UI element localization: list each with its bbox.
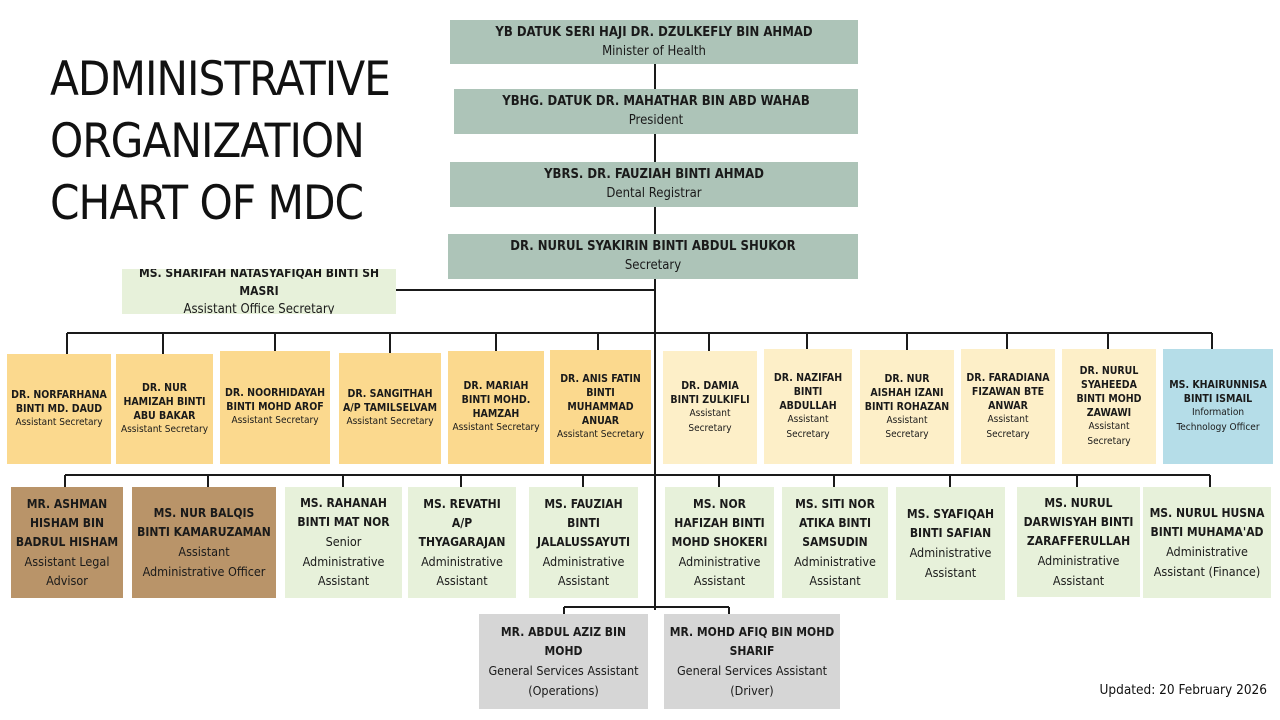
person-name: MS. SHARIFAH NATASYAFIQAH BINTI SH MASRI [139, 269, 379, 298]
org-box-president: YBHG. DATUK DR. MAHATHAR BIN ABD WAHAB P… [454, 89, 858, 134]
person-name: DR. NURUL SYAKIRIN BINTI ABDUL SHUKOR [510, 239, 796, 254]
org-box-assistant-secretary: DR. NUR AISHAH IZANI BINTI ROHAZAN Assis… [860, 350, 954, 464]
org-box-assistant-secretary: DR. NORFARHANA BINTI MD. DAUD Assistant … [7, 354, 111, 464]
org-box-assistant-secretary: DR. NOORHIDAYAH BINTI MOHD AROF Assistan… [220, 351, 330, 464]
person-role: Administrative Assistant [909, 545, 992, 580]
person-role: Assistant Office Secretary [183, 302, 335, 314]
person-name: MS. NURUL DARWISYAH BINTI ZARAFFERULLAH [1023, 496, 1134, 548]
person-name: DR. DAMIA BINTI ZULKIFLI [670, 380, 750, 406]
chart-title: ADMINISTRATIVE ORGANIZATION CHART OF MDC [50, 49, 430, 235]
person-role: Minister of Health [602, 43, 706, 59]
person-name: MS. NURUL HUSNA BINTI MUHAMA'AD [1149, 506, 1265, 539]
org-box-assistant-legal-advisor: MR. ASHMAN HISHAM BIN BADRUL HISHAM Assi… [11, 487, 123, 598]
person-name: DR. NUR AISHAH IZANI BINTI ROHAZAN [864, 372, 950, 413]
person-role: Administrative Assistant [794, 553, 876, 589]
org-box-administrative-assistant: MS. RAHANAH BINTI MAT NOR Senior Adminis… [285, 487, 402, 598]
person-role: Assistant Secretary [556, 428, 645, 440]
org-box-assistant-secretary: DR. NUR HAMIZAH BINTI ABU BAKAR Assistan… [116, 354, 213, 464]
org-box-assistant-secretary: DR. DAMIA BINTI ZULKIFLI Assistant Secre… [663, 351, 757, 464]
person-role: President [628, 113, 684, 128]
person-name: MS. FAUZIAH BINTI JALALUSSAYUTI [537, 496, 630, 549]
person-name: MR. ASHMAN HISHAM BIN BADRUL HISHAM [15, 496, 119, 549]
person-role: Administrative Assistant [1037, 553, 1120, 588]
person-name: YBRS. DR. FAUZIAH BINTI AHMAD [544, 167, 764, 182]
person-role: General Services Assistant (Driver) [676, 663, 828, 698]
org-box-assistant-secretary: DR. ANIS FATIN BINTI MUHAMMAD ANUAR Assi… [550, 350, 651, 464]
person-name: DR. NORFARHANA BINTI MD. DAUD [11, 388, 107, 415]
org-box-administrative-assistant: MS. NURUL DARWISYAH BINTI ZARAFFERULLAH … [1017, 487, 1140, 597]
org-box-assistant-administrative-officer: MS. NUR BALQIS BINTI KAMARUZAMAN Assista… [132, 487, 276, 598]
person-name: MR. MOHD AFIQ BIN MOHD SHARIF [669, 625, 835, 658]
person-name: DR. NAZIFAH BINTI ABDULLAH [773, 372, 843, 412]
org-box-administrative-assistant: MS. NOR HAFIZAH BINTI MOHD SHOKERI Admin… [665, 487, 774, 598]
org-box-assistant-secretary: DR. MARIAH BINTI MOHD. HAMZAH Assistant … [448, 351, 544, 464]
person-name: MS. SYAFIQAH BINTI SAFIAN [906, 507, 995, 540]
chart-title-line-1: ADMINISTRATIVE [50, 52, 391, 108]
org-box-assistant-secretary: DR. NURUL SYAHEEDA BINTI MOHD ZAWAWI Ass… [1062, 349, 1156, 464]
org-box-assistant-secretary: DR. SANGITHAH A/P TAMILSELVAM Assistant … [339, 353, 441, 464]
org-box-assistant-secretary: DR. NAZIFAH BINTI ABDULLAH Assistant Sec… [764, 349, 852, 464]
org-box-general-services-assistant: MR. MOHD AFIQ BIN MOHD SHARIF General Se… [664, 614, 840, 709]
person-role: Information Technology Officer [1176, 407, 1260, 433]
org-box-administrative-assistant: MS. SITI NOR ATIKA BINTI SAMSUDIN Admini… [782, 487, 888, 598]
org-box-dental-registrar: YBRS. DR. FAUZIAH BINTI AHMAD Dental Reg… [450, 162, 858, 207]
person-role: Assistant Secretary [786, 414, 830, 440]
person-name: MR. ABDUL AZIZ BIN MOHD [500, 625, 627, 658]
org-box-secretary: DR. NURUL SYAKIRIN BINTI ABDUL SHUKOR Se… [448, 234, 858, 279]
person-name: DR. NOORHIDAYAH BINTI MOHD AROF [224, 387, 326, 414]
person-name: DR. ANIS FATIN BINTI MUHAMMAD ANUAR [560, 372, 641, 427]
person-role: Administrative Assistant [421, 553, 503, 589]
person-role: Assistant Secretary [688, 408, 732, 434]
person-role: Secretary [624, 258, 682, 273]
person-name: MS. REVATHI A/P THYAGARAJAN [418, 496, 506, 549]
org-box-general-services-assistant: MR. ABDUL AZIZ BIN MOHD General Services… [479, 614, 648, 709]
person-name: MS. NOR HAFIZAH BINTI MOHD SHOKERI [671, 496, 768, 549]
person-role: Assistant Secretary [15, 416, 103, 428]
person-name: DR. SANGITHAH A/P TAMILSELVAM [343, 388, 437, 415]
person-role: Dental Registrar [606, 186, 702, 201]
chart-title-line-3: CHART OF MDC [50, 176, 364, 232]
person-name: YB DATUK SERI HAJI DR. DZULKEFLY BIN AHM… [495, 24, 813, 40]
person-role: Assistant Secretary [346, 416, 434, 428]
person-name: DR. NURUL SYAHEEDA BINTI MOHD ZAWAWI [1076, 365, 1142, 419]
person-role: Senior Administrative Assistant [302, 534, 385, 589]
person-name: DR. NUR HAMIZAH BINTI ABU BAKAR [123, 381, 206, 422]
updated-date: Updated: 20 February 2026 [1099, 682, 1267, 698]
person-role: Assistant Secretary [986, 414, 1030, 440]
person-role: Assistant Secretary [885, 414, 929, 441]
org-box-assistant-office-secretary: MS. SHARIFAH NATASYAFIQAH BINTI SH MASRI… [122, 269, 396, 314]
person-role: Assistant Secretary [231, 415, 319, 427]
person-role: Assistant Secretary [452, 422, 540, 434]
person-role: Administrative Assistant [542, 553, 625, 589]
person-role: Assistant Secretary [120, 423, 209, 435]
person-role: Administrative Assistant (Finance) [1153, 544, 1261, 579]
person-name: MS. KHAIRUNNISA BINTI ISMAIL [1169, 379, 1267, 405]
person-name: YBHG. DATUK DR. MAHATHAR BIN ABD WAHAB [502, 94, 810, 109]
org-box-administrative-assistant: MS. REVATHI A/P THYAGARAJAN Administrati… [408, 487, 516, 598]
person-name: DR. MARIAH BINTI MOHD. HAMZAH [461, 380, 531, 421]
person-name: MS. SITI NOR ATIKA BINTI SAMSUDIN [795, 496, 875, 549]
person-role: General Services Assistant (Operations) [488, 663, 639, 698]
org-box-assistant-secretary: DR. FARADIANA FIZAWAN BTE ANWAR Assistan… [961, 349, 1055, 464]
org-box-minister: YB DATUK SERI HAJI DR. DZULKEFLY BIN AHM… [450, 20, 858, 64]
person-name: MS. RAHANAH BINTI MAT NOR [297, 496, 390, 530]
chart-title-line-2: ORGANIZATION [50, 114, 365, 170]
person-name: MS. NUR BALQIS BINTI KAMARUZAMAN [137, 506, 271, 539]
person-role: Administrative Assistant [678, 553, 761, 589]
person-role: Assistant Legal Advisor [24, 553, 110, 589]
org-box-administrative-assistant: MS. FAUZIAH BINTI JALALUSSAYUTI Administ… [529, 487, 638, 598]
org-box-it-officer: MS. KHAIRUNNISA BINTI ISMAIL Information… [1163, 349, 1273, 464]
org-box-administrative-assistant-finance: MS. NURUL HUSNA BINTI MUHAMA'AD Administ… [1143, 487, 1271, 598]
person-role: Assistant Administrative Officer [142, 544, 266, 579]
person-name: DR. FARADIANA FIZAWAN BTE ANWAR [966, 372, 1050, 412]
org-box-administrative-assistant: MS. SYAFIQAH BINTI SAFIAN Administrative… [896, 487, 1005, 600]
person-role: Assistant Secretary [1087, 421, 1131, 447]
